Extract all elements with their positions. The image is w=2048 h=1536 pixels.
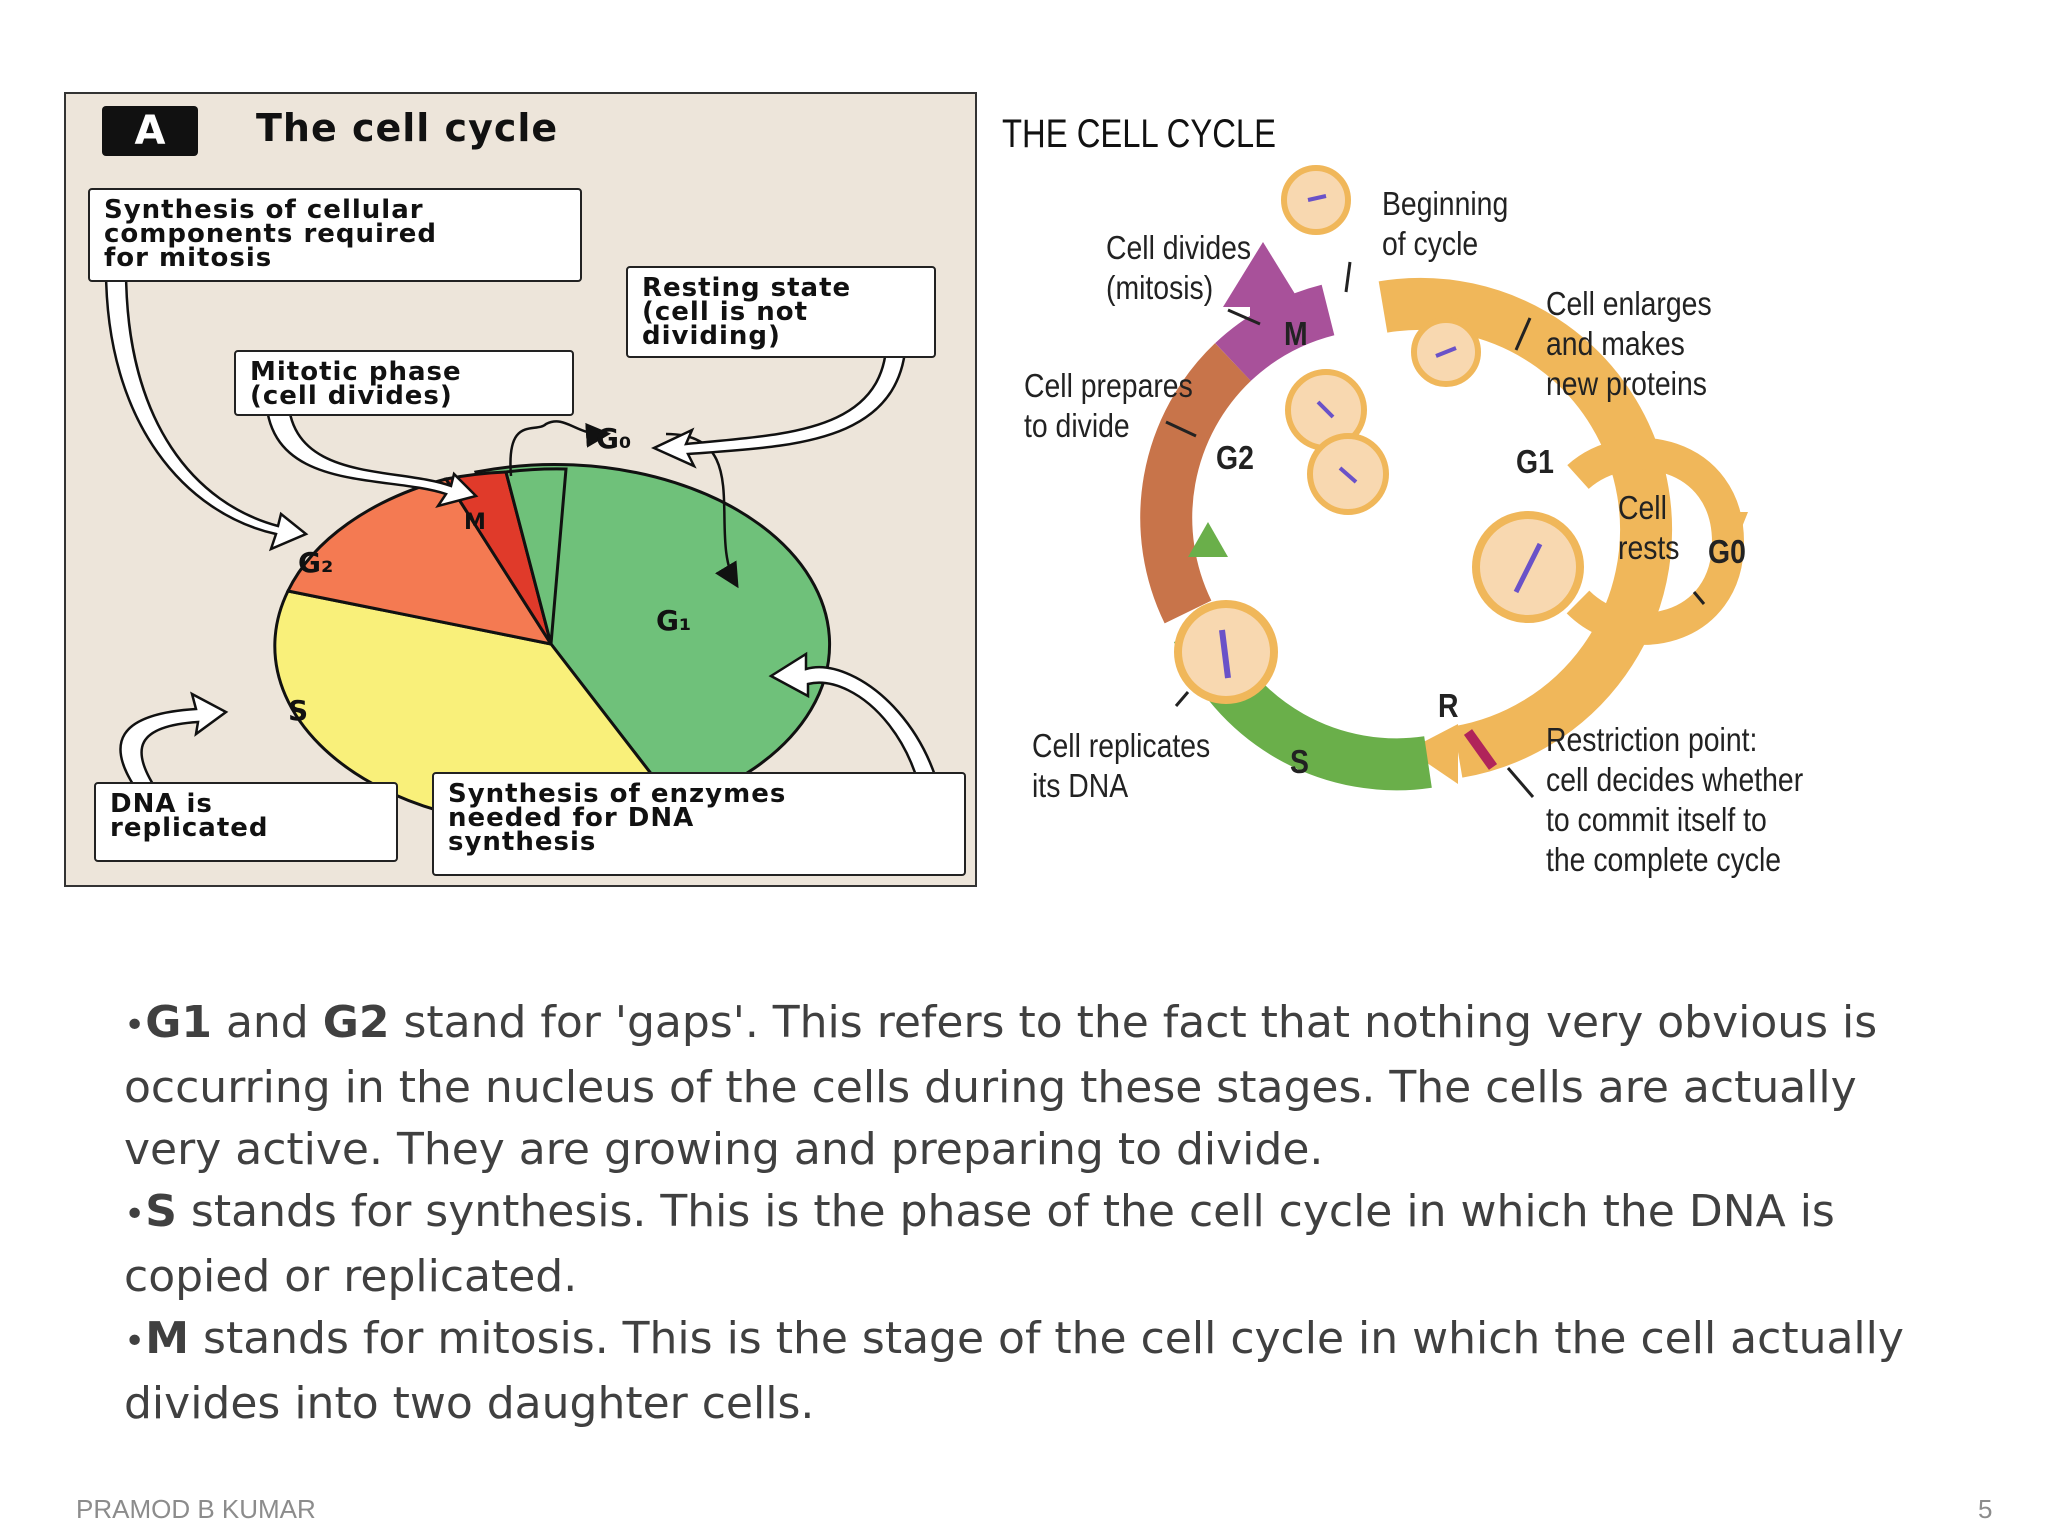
label-s: S xyxy=(288,694,309,727)
arrowhead-g1 xyxy=(1408,724,1458,784)
label-cell-rests: Cell rests xyxy=(1618,489,1680,566)
arc-g2 xyxy=(1140,343,1252,624)
g0-arrow-out xyxy=(665,432,739,589)
arrowhead-m xyxy=(1223,242,1303,307)
callout-synthesis-components: Synthesis of cellular components require… xyxy=(88,188,582,282)
slide-body-text: •G1 and G2 stand for 'gaps'. This refers… xyxy=(124,992,1944,1435)
label-g2: G₂ xyxy=(298,546,334,579)
label-g1: G₁ xyxy=(656,604,692,637)
pie-slice-m-edge xyxy=(504,467,568,645)
paragraph-synthesis: •S stands for synthesis. This is the pha… xyxy=(124,1186,1835,1302)
paragraph-gaps: •G1 and G2 stand for 'gaps'. This refers… xyxy=(124,997,1878,1175)
phase-label-s: S xyxy=(1290,743,1309,780)
label-cell-enlarges: Cell enlarges and makes new proteins xyxy=(1546,285,1712,402)
callout-arrow-resting xyxy=(651,322,908,469)
label-cell-prepares: Cell prepares to divide xyxy=(1024,367,1193,444)
footer-author: PRAMOD B KUMAR xyxy=(76,1494,316,1524)
label-cell-divides: Cell divides (mitosis) xyxy=(1106,229,1252,306)
callout-mitotic-phase: Mitotic phase (cell divides) xyxy=(234,350,574,416)
phase-label-g0: G0 xyxy=(1708,533,1746,570)
figure-badge: A xyxy=(102,106,198,156)
arrowhead-s xyxy=(1188,522,1228,557)
arrowhead-g0 xyxy=(1708,512,1748,562)
phase-label-r: R xyxy=(1438,687,1459,724)
cell-cycle-ring-figure: THE CELL CYCLE Beginning of cycle Cell d… xyxy=(988,92,1988,892)
restriction-point-marker xyxy=(1463,729,1498,770)
arc-g1 xyxy=(1378,277,1673,778)
label-g0: G₀ xyxy=(596,422,632,455)
figure-title: THE CELL CYCLE xyxy=(1002,112,1277,156)
g0-arrow-in xyxy=(509,420,611,477)
pie-slice-g1 xyxy=(473,462,832,808)
callout-synthesis-enzymes: Synthesis of enzymes needed for DNA synt… xyxy=(432,772,966,876)
phase-label-m: M xyxy=(1284,315,1308,352)
ring-diagram xyxy=(1140,165,1748,798)
callout-resting-state: Resting state (cell is not dividing) xyxy=(626,266,936,358)
callout-dna-replicated: DNA is replicated xyxy=(94,782,398,862)
label-m: M xyxy=(464,510,486,535)
phase-label-g1: G1 xyxy=(1516,443,1554,480)
paragraph-mitosis: •M stands for mitosis. This is the stage… xyxy=(124,1313,1904,1429)
page-number: 5 xyxy=(1978,1494,1993,1524)
callout-arrow-dna xyxy=(119,691,229,791)
phase-label-g2: G2 xyxy=(1216,439,1254,476)
label-beginning: Beginning of cycle xyxy=(1382,185,1509,262)
label-cell-replicates: Cell replicates its DNA xyxy=(1032,727,1211,804)
cell-cycle-pie-figure: A The cell cycle Synthesis of cellular c… xyxy=(64,92,977,887)
figure-title: The cell cycle xyxy=(256,106,559,150)
label-restriction-point: Restriction point: cell decides whether … xyxy=(1546,721,1804,878)
arc-m xyxy=(1215,284,1335,382)
callout-arrow-synthesis xyxy=(104,267,309,552)
